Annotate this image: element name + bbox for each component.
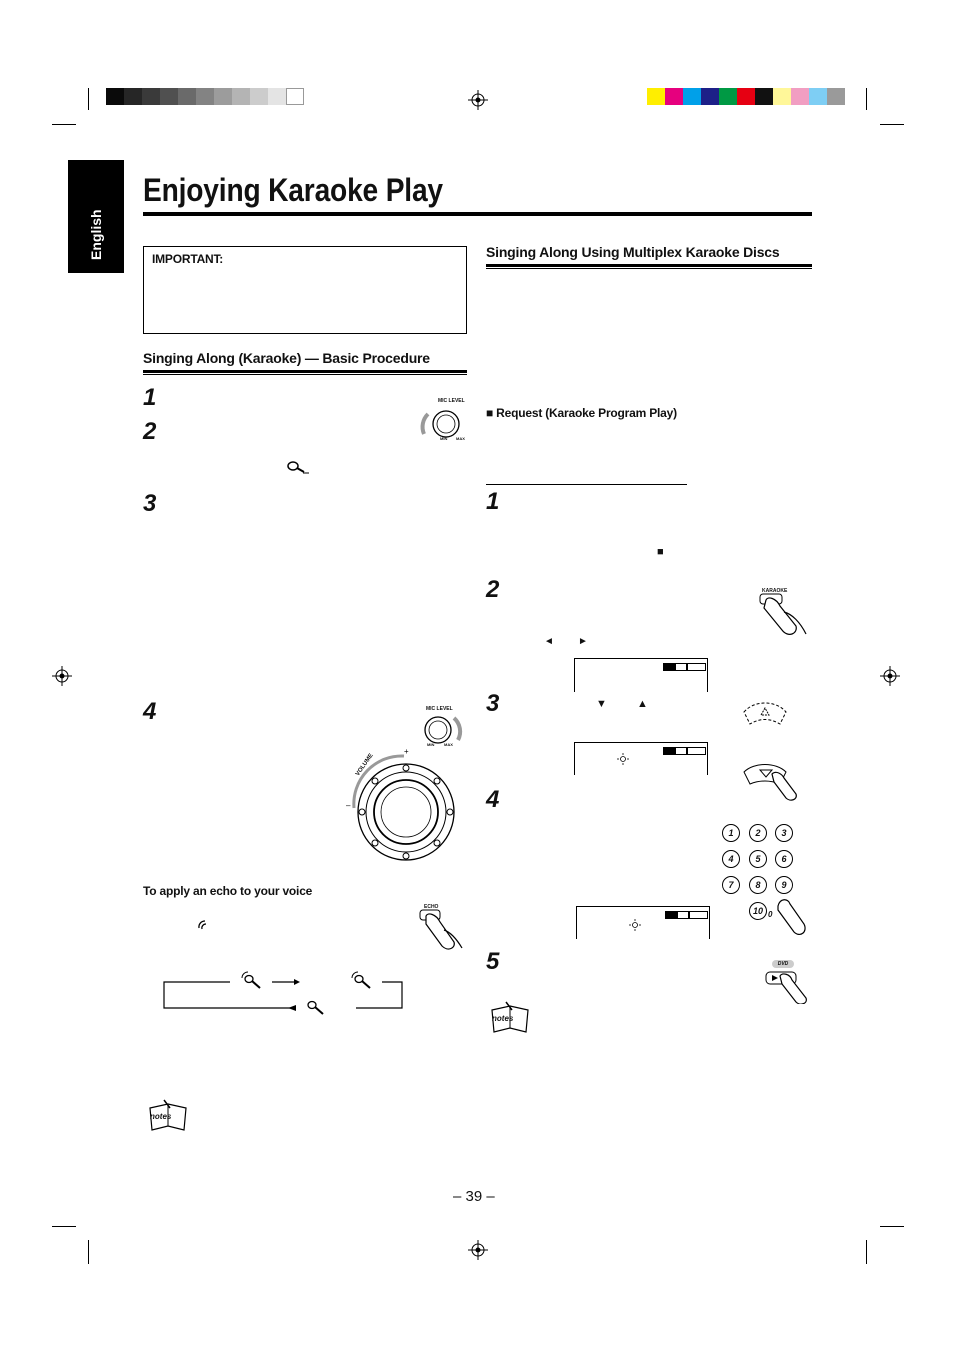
important-box: IMPORTANT: bbox=[143, 246, 467, 334]
echo-cycle-diagram bbox=[163, 971, 403, 1015]
step-number: 2 bbox=[486, 576, 500, 603]
section-heading-basic: Singing Along (Karaoke) — Basic Procedur… bbox=[143, 350, 430, 366]
mic-max-label: MAX bbox=[444, 742, 453, 747]
gray-swatch bbox=[106, 88, 124, 105]
step-number: 1 bbox=[143, 384, 157, 411]
microphone-icon bbox=[287, 461, 309, 474]
color-swatch bbox=[737, 88, 755, 105]
color-swatch bbox=[701, 88, 719, 105]
mic-level-label: MIC LEVEL bbox=[438, 398, 465, 404]
numeric-key-6[interactable]: 6 bbox=[775, 850, 793, 868]
section-rule bbox=[486, 268, 812, 269]
gray-swatch bbox=[250, 88, 268, 105]
color-swatch bbox=[665, 88, 683, 105]
notes-label: notes bbox=[492, 1014, 514, 1023]
down-arrow-icon: ▼ bbox=[596, 698, 607, 710]
svg-text:+: + bbox=[404, 748, 409, 756]
color-swatch bbox=[755, 88, 773, 105]
language-tab-label: English bbox=[88, 209, 104, 260]
osd-panel bbox=[574, 742, 708, 775]
up-arrow-icon: ▲ bbox=[637, 698, 648, 710]
request-heading: ■ Request (Karaoke Program Play) bbox=[486, 406, 677, 420]
finger-pointer-icon bbox=[777, 899, 806, 936]
notes-icon bbox=[491, 1001, 529, 1033]
karaoke-button-label: KARAOKE bbox=[762, 588, 788, 594]
dvd-play-button[interactable] bbox=[760, 970, 816, 1004]
color-swatch bbox=[773, 88, 791, 105]
volume-knob[interactable]: + – bbox=[344, 748, 460, 864]
numeric-key-7[interactable]: 7 bbox=[722, 876, 740, 894]
sparkle-icon bbox=[629, 919, 641, 931]
cursor-down-button[interactable] bbox=[742, 756, 812, 802]
osd-panel bbox=[574, 658, 708, 692]
numeric-key-3[interactable]: 3 bbox=[775, 824, 793, 842]
gray-swatch bbox=[196, 88, 214, 105]
registration-target-icon bbox=[468, 90, 488, 110]
language-tab: English bbox=[68, 160, 124, 273]
numeric-key-9[interactable]: 9 bbox=[775, 876, 793, 894]
step-number: 1 bbox=[486, 488, 500, 515]
cursor-up-button[interactable] bbox=[740, 700, 790, 726]
gray-swatch bbox=[124, 88, 142, 105]
gray-swatch bbox=[232, 88, 250, 105]
important-label: IMPORTANT: bbox=[152, 252, 224, 266]
numeric-key-2[interactable]: 2 bbox=[749, 824, 767, 842]
gray-swatch bbox=[142, 88, 160, 105]
gray-swatch bbox=[178, 88, 196, 105]
notes-icon bbox=[149, 1099, 187, 1131]
numeric-key-10[interactable]: 10 bbox=[749, 902, 767, 920]
mic-min-label: MIN bbox=[440, 436, 448, 441]
stop-symbol: ■ bbox=[657, 546, 664, 558]
echo-button-label: ECHO bbox=[424, 904, 439, 910]
gray-swatch bbox=[214, 88, 232, 105]
section-rule bbox=[143, 374, 467, 375]
step-number: 5 bbox=[486, 948, 500, 975]
registration-target-icon bbox=[52, 666, 72, 686]
numeric-key-1[interactable]: 1 bbox=[722, 824, 740, 842]
step-number: 4 bbox=[486, 786, 500, 813]
step-number: 3 bbox=[143, 490, 157, 517]
section-heading-multiplex: Singing Along Using Multiplex Karaoke Di… bbox=[486, 244, 780, 260]
echo-icon bbox=[198, 920, 207, 930]
right-arrow-icon: ► bbox=[578, 636, 588, 647]
numeric-key-4[interactable]: 4 bbox=[722, 850, 740, 868]
page-title: Enjoying Karaoke Play bbox=[143, 172, 443, 208]
left-arrow-icon: ◄ bbox=[544, 636, 554, 647]
section-rule bbox=[486, 264, 812, 267]
dvd-button-label: DVD bbox=[772, 960, 794, 968]
title-rule bbox=[143, 212, 812, 216]
color-swatch bbox=[791, 88, 809, 105]
zero-label: 0 bbox=[768, 910, 773, 919]
gray-swatch bbox=[160, 88, 178, 105]
color-swatch bbox=[683, 88, 701, 105]
step-number: 4 bbox=[143, 698, 157, 725]
echo-button[interactable] bbox=[414, 908, 470, 952]
numeric-key-8[interactable]: 8 bbox=[749, 876, 767, 894]
mic-max-label: MAX bbox=[456, 436, 465, 441]
gray-swatch bbox=[286, 88, 304, 105]
registration-target-icon bbox=[880, 666, 900, 686]
osd-panel bbox=[576, 906, 710, 939]
mic-level-knob[interactable] bbox=[418, 404, 468, 442]
numeric-key-5[interactable]: 5 bbox=[749, 850, 767, 868]
mic-min-label: MIN bbox=[427, 742, 435, 747]
step-number: 2 bbox=[143, 418, 157, 445]
karaoke-button[interactable] bbox=[752, 592, 812, 638]
section-rule bbox=[143, 370, 467, 373]
page-number: – 39 – bbox=[453, 1188, 495, 1205]
svg-text:–: – bbox=[346, 801, 351, 810]
gray-swatch bbox=[268, 88, 286, 105]
color-swatch bbox=[719, 88, 737, 105]
sparkle-icon bbox=[617, 753, 629, 765]
echo-heading: To apply an echo to your voice bbox=[143, 884, 313, 898]
mic-level-label: MIC LEVEL bbox=[426, 706, 453, 712]
color-swatch bbox=[827, 88, 845, 105]
color-swatch bbox=[809, 88, 827, 105]
mic-level-knob[interactable] bbox=[410, 712, 470, 748]
subsection-rule bbox=[486, 484, 687, 485]
color-swatch bbox=[647, 88, 665, 105]
notes-label: notes bbox=[150, 1112, 172, 1121]
step-number: 3 bbox=[486, 690, 500, 717]
registration-target-icon bbox=[468, 1240, 488, 1260]
